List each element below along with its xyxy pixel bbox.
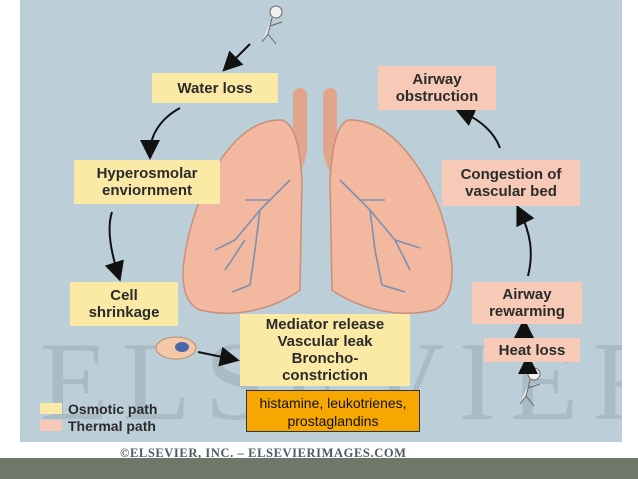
legend-thermal-label: Thermal path xyxy=(68,417,156,434)
callout-line-2: prostaglandins xyxy=(287,413,379,429)
left-lung xyxy=(182,119,303,314)
congestion-box: Congestion of vascular bed xyxy=(442,160,580,206)
hyperosmolar-box: Hyperosmolar enviornment xyxy=(74,160,220,204)
mediator-label-2: Vascular leak xyxy=(277,333,373,350)
legend-osmotic-label: Osmotic path xyxy=(68,400,158,417)
congestion-label-1: Congestion of xyxy=(460,166,562,183)
airway-obstruction-label-1: Airway xyxy=(412,71,462,88)
bronchial-tree xyxy=(214,179,421,293)
arrow-water-loss-to-hyperosmolar xyxy=(140,107,181,160)
runner-top-icon xyxy=(261,5,283,45)
copyright-text: ©ELSEVIER, INC. – ELSEVIERIMAGES.COM xyxy=(120,446,407,460)
water-loss-box: Water loss xyxy=(152,73,278,103)
arrow-hyperosmolar-to-cell xyxy=(104,211,124,282)
footer-bar xyxy=(0,458,638,479)
arrow-runner-to-water-loss xyxy=(222,43,251,72)
shrunken-cell-icon xyxy=(155,336,197,360)
airway-obstruction-box: Airway obstruction xyxy=(378,66,496,110)
legend-osmotic: Osmotic path xyxy=(40,400,157,417)
arrow-congestion-to-obstruction xyxy=(454,107,501,149)
osmotic-swatch xyxy=(40,403,62,414)
mediator-label-3: Broncho- xyxy=(291,350,359,367)
runner-bottom-icon xyxy=(519,367,541,407)
water-loss-label: Water loss xyxy=(177,79,253,97)
heat-loss-label: Heat loss xyxy=(498,341,566,359)
arrow-cell-to-mediator xyxy=(197,346,240,367)
mediator-release-box: Mediator release Vascular leak Broncho- … xyxy=(240,314,410,386)
hyperosmolar-label-1: Hyperosmolar xyxy=(96,165,198,182)
mediator-label-1: Mediator release xyxy=(265,316,385,333)
legend-thermal: Thermal path xyxy=(40,417,157,434)
thermal-swatch xyxy=(40,420,62,431)
mediators-callout: histamine, leukotrienes, prostaglandins xyxy=(246,390,420,432)
legend: Osmotic path Thermal path xyxy=(40,400,157,434)
airway-rewarming-box: Airway rewarming xyxy=(472,282,582,324)
arrow-rewarming-to-congestion xyxy=(516,204,535,277)
callout-line-1: histamine, leukotrienes, xyxy=(259,395,407,411)
right-lung xyxy=(329,119,453,314)
airway-obstruction-label-2: obstruction xyxy=(395,88,479,105)
hyperosmolar-label-2: enviornment xyxy=(101,182,192,199)
airway-rewarming-label-2: rewarming xyxy=(489,303,565,320)
mediator-label-4: constriction xyxy=(282,367,368,384)
heat-loss-box: Heat loss xyxy=(484,338,580,362)
cell-shrinkage-label-2: shrinkage xyxy=(88,304,160,321)
cell-shrinkage-label-1: Cell xyxy=(110,287,138,304)
congestion-label-2: vascular bed xyxy=(465,183,557,200)
airway-rewarming-label-1: Airway xyxy=(502,286,552,303)
cell-shrinkage-box: Cell shrinkage xyxy=(70,282,178,326)
